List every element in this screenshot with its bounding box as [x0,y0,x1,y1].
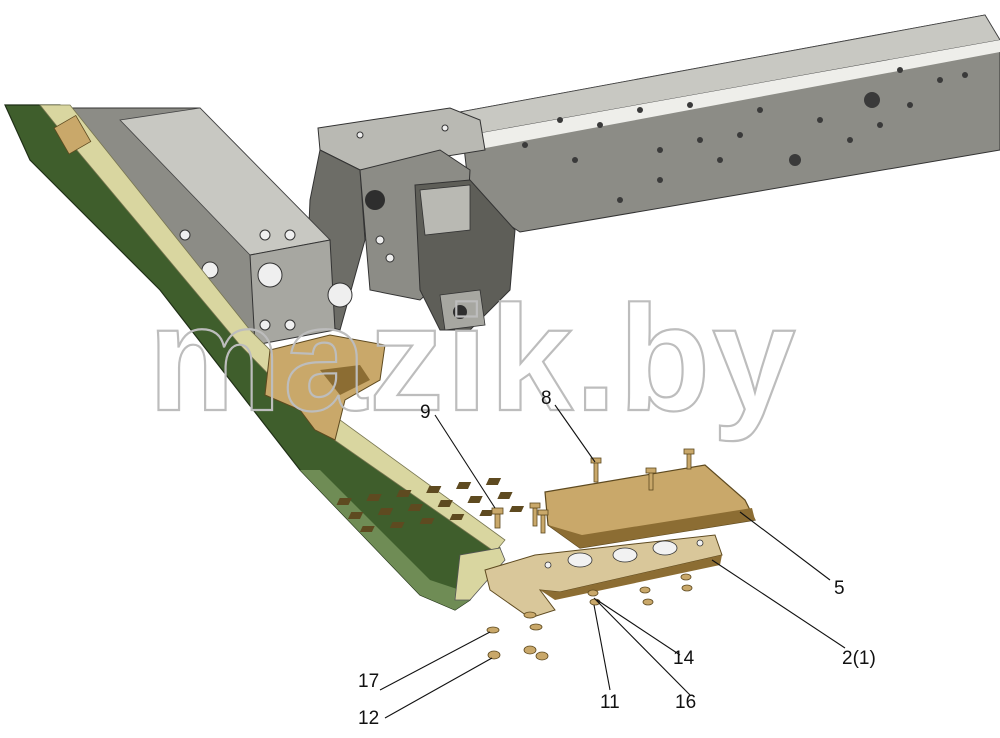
side-member-holes [522,67,968,203]
callout-17: 17 [358,671,379,692]
leader-lines [379,404,846,719]
bolt-9 [491,507,504,529]
tow-hook [264,334,386,441]
step-tread [336,464,756,549]
bolts-8 [529,448,695,534]
callout-5: 5 [834,578,845,599]
callout-2: 2(1) [842,648,876,669]
callout-16: 16 [675,692,696,713]
callout-8: 8 [541,388,552,409]
tread-grid [336,478,525,532]
step-bracket [484,534,723,619]
fasteners [486,448,695,661]
callout-labels: 9 8 5 2(1) 14 16 11 17 12 [358,388,876,729]
callout-11: 11 [600,692,620,713]
callout-14: 14 [673,648,695,669]
nuts-washers-left [486,611,549,661]
callout-9: 9 [420,402,431,423]
callout-12: 12 [358,708,379,729]
watermark: mazik.by [148,274,798,442]
frame-side-member [459,14,1000,233]
